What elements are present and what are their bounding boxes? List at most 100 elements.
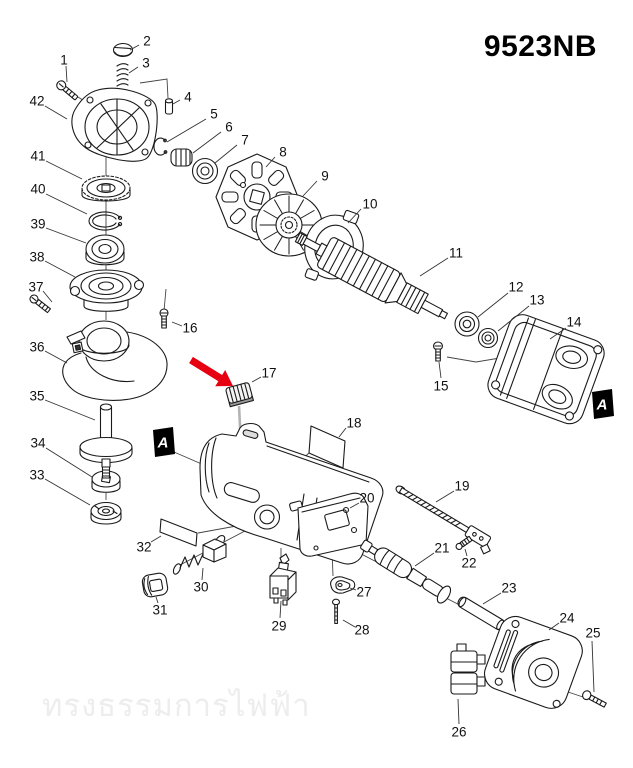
- part-callout-17: 17: [251, 366, 277, 383]
- assembly-marker-layer: AA: [153, 356, 614, 457]
- bearing-13-drawing: [477, 327, 499, 349]
- part-callout-9: 9: [302, 169, 329, 197]
- switch-29-drawing: [269, 553, 297, 606]
- screw-1-drawing: [56, 80, 79, 101]
- part-number-40: 40: [30, 182, 45, 197]
- part-number-6: 6: [225, 120, 233, 135]
- part-number-7: 7: [241, 133, 249, 148]
- assembly-marker-2: A: [592, 389, 614, 419]
- cap-2-drawing: [112, 42, 134, 58]
- terminal-block-26-drawing: [450, 643, 486, 695]
- part-callout-32: 32: [136, 535, 162, 555]
- part-callout-3: 3: [128, 56, 150, 74]
- spindle-35-drawing: [79, 403, 133, 479]
- spring-3-drawing: [116, 63, 129, 87]
- part-callout-33: 33: [29, 468, 91, 506]
- part-callout-8: 8: [265, 145, 287, 168]
- part-number-3: 3: [142, 56, 150, 71]
- rear-cover-24-drawing: [483, 615, 583, 709]
- gear-housing-42-drawing: [71, 87, 158, 162]
- part-callout-2: 2: [129, 34, 151, 51]
- part-number-34: 34: [30, 436, 46, 451]
- part-callout-22: 22: [461, 548, 477, 571]
- part-callout-11: 11: [419, 246, 463, 277]
- part-callout-41: 41: [30, 149, 83, 180]
- part-number-38: 38: [29, 250, 44, 265]
- svg-text:A: A: [157, 435, 169, 452]
- part-callout-23: 23: [482, 581, 517, 605]
- watermark-text: ทรงธรรมการไฟฟ้า: [42, 688, 311, 723]
- part-number-26: 26: [451, 725, 466, 740]
- part-number-21: 21: [434, 541, 449, 556]
- part-number-30: 30: [193, 580, 208, 595]
- inner-flange-34-drawing: [91, 470, 121, 493]
- ring-40-drawing: [88, 211, 123, 231]
- part-number-33: 33: [29, 468, 44, 483]
- part-number-2: 2: [143, 34, 151, 49]
- part-callout-24: 24: [548, 611, 575, 631]
- part-callout-38: 38: [29, 250, 76, 278]
- part-callout-20: 20: [349, 491, 375, 509]
- part-number-8: 8: [279, 145, 287, 160]
- cord-21-drawing: [360, 539, 452, 604]
- screw-28-drawing: [331, 598, 341, 625]
- part-callout-39: 39: [30, 217, 87, 244]
- part-number-9: 9: [321, 169, 329, 184]
- part-callout-15: 15: [433, 361, 449, 394]
- part-number-19: 19: [454, 479, 469, 494]
- screw-37-drawing: [29, 294, 51, 314]
- wheel-guard-36-drawing: [62, 320, 168, 401]
- highlight-arrow: [189, 356, 233, 387]
- part-callout-36: 36: [29, 340, 68, 364]
- part-callout-10: 10: [347, 197, 378, 224]
- part-callout-31: 31: [152, 596, 168, 618]
- part-callout-12: 12: [477, 280, 524, 318]
- part-number-35: 35: [29, 389, 44, 404]
- callout-layer: 1234567891011121314151617181920212223242…: [28, 34, 600, 740]
- cord-clamp-27-drawing: [330, 576, 356, 594]
- part-number-41: 41: [30, 149, 45, 164]
- part-number-32: 32: [136, 540, 151, 555]
- part-callout-21: 21: [414, 541, 450, 567]
- ring-5-drawing: [153, 137, 168, 156]
- part-number-5: 5: [210, 107, 218, 122]
- part-number-17: 17: [261, 366, 276, 381]
- part-number-1: 1: [60, 53, 68, 68]
- part-callout-26: 26: [451, 698, 467, 740]
- part-callout-6: 6: [192, 120, 233, 154]
- svg-text:A: A: [596, 397, 608, 414]
- part-callout-37: 37: [28, 280, 53, 303]
- part-callout-1: 1: [60, 53, 68, 83]
- part-number-42: 42: [29, 94, 44, 109]
- part-number-18: 18: [346, 416, 361, 431]
- model-number-title: 9523NB: [483, 30, 597, 63]
- assembly-marker-1: A: [153, 427, 175, 457]
- part-number-20: 20: [359, 491, 374, 506]
- bearing-12-drawing: [454, 311, 480, 337]
- field-14-drawing: [487, 314, 605, 425]
- pinion-6-drawing: [170, 148, 193, 167]
- part-callout-30: 30: [193, 567, 209, 595]
- armature-11-drawing: [294, 232, 448, 320]
- part-number-12: 12: [508, 280, 523, 295]
- part-callout-18: 18: [338, 416, 362, 438]
- part-number-16: 16: [182, 321, 197, 336]
- screw-16-drawing: [159, 308, 169, 329]
- part-number-28: 28: [354, 623, 369, 638]
- part-callout-42: 42: [29, 94, 68, 120]
- part-callout-40: 40: [30, 182, 88, 215]
- part-callout-16: 16: [171, 321, 198, 336]
- part-number-24: 24: [559, 611, 575, 626]
- bearing-39-drawing: [85, 234, 125, 266]
- part-number-37: 37: [28, 280, 43, 295]
- part-number-25: 25: [585, 626, 600, 641]
- gear-41-drawing: [81, 175, 131, 202]
- part-callout-4: 4: [172, 90, 192, 105]
- slide-lever-19-drawing: [395, 485, 492, 555]
- part-number-27: 27: [356, 585, 371, 600]
- pin-4-drawing: [164, 98, 174, 115]
- part-number-36: 36: [29, 340, 44, 355]
- part-number-22: 22: [461, 556, 476, 571]
- part-callout-13: 13: [497, 293, 545, 332]
